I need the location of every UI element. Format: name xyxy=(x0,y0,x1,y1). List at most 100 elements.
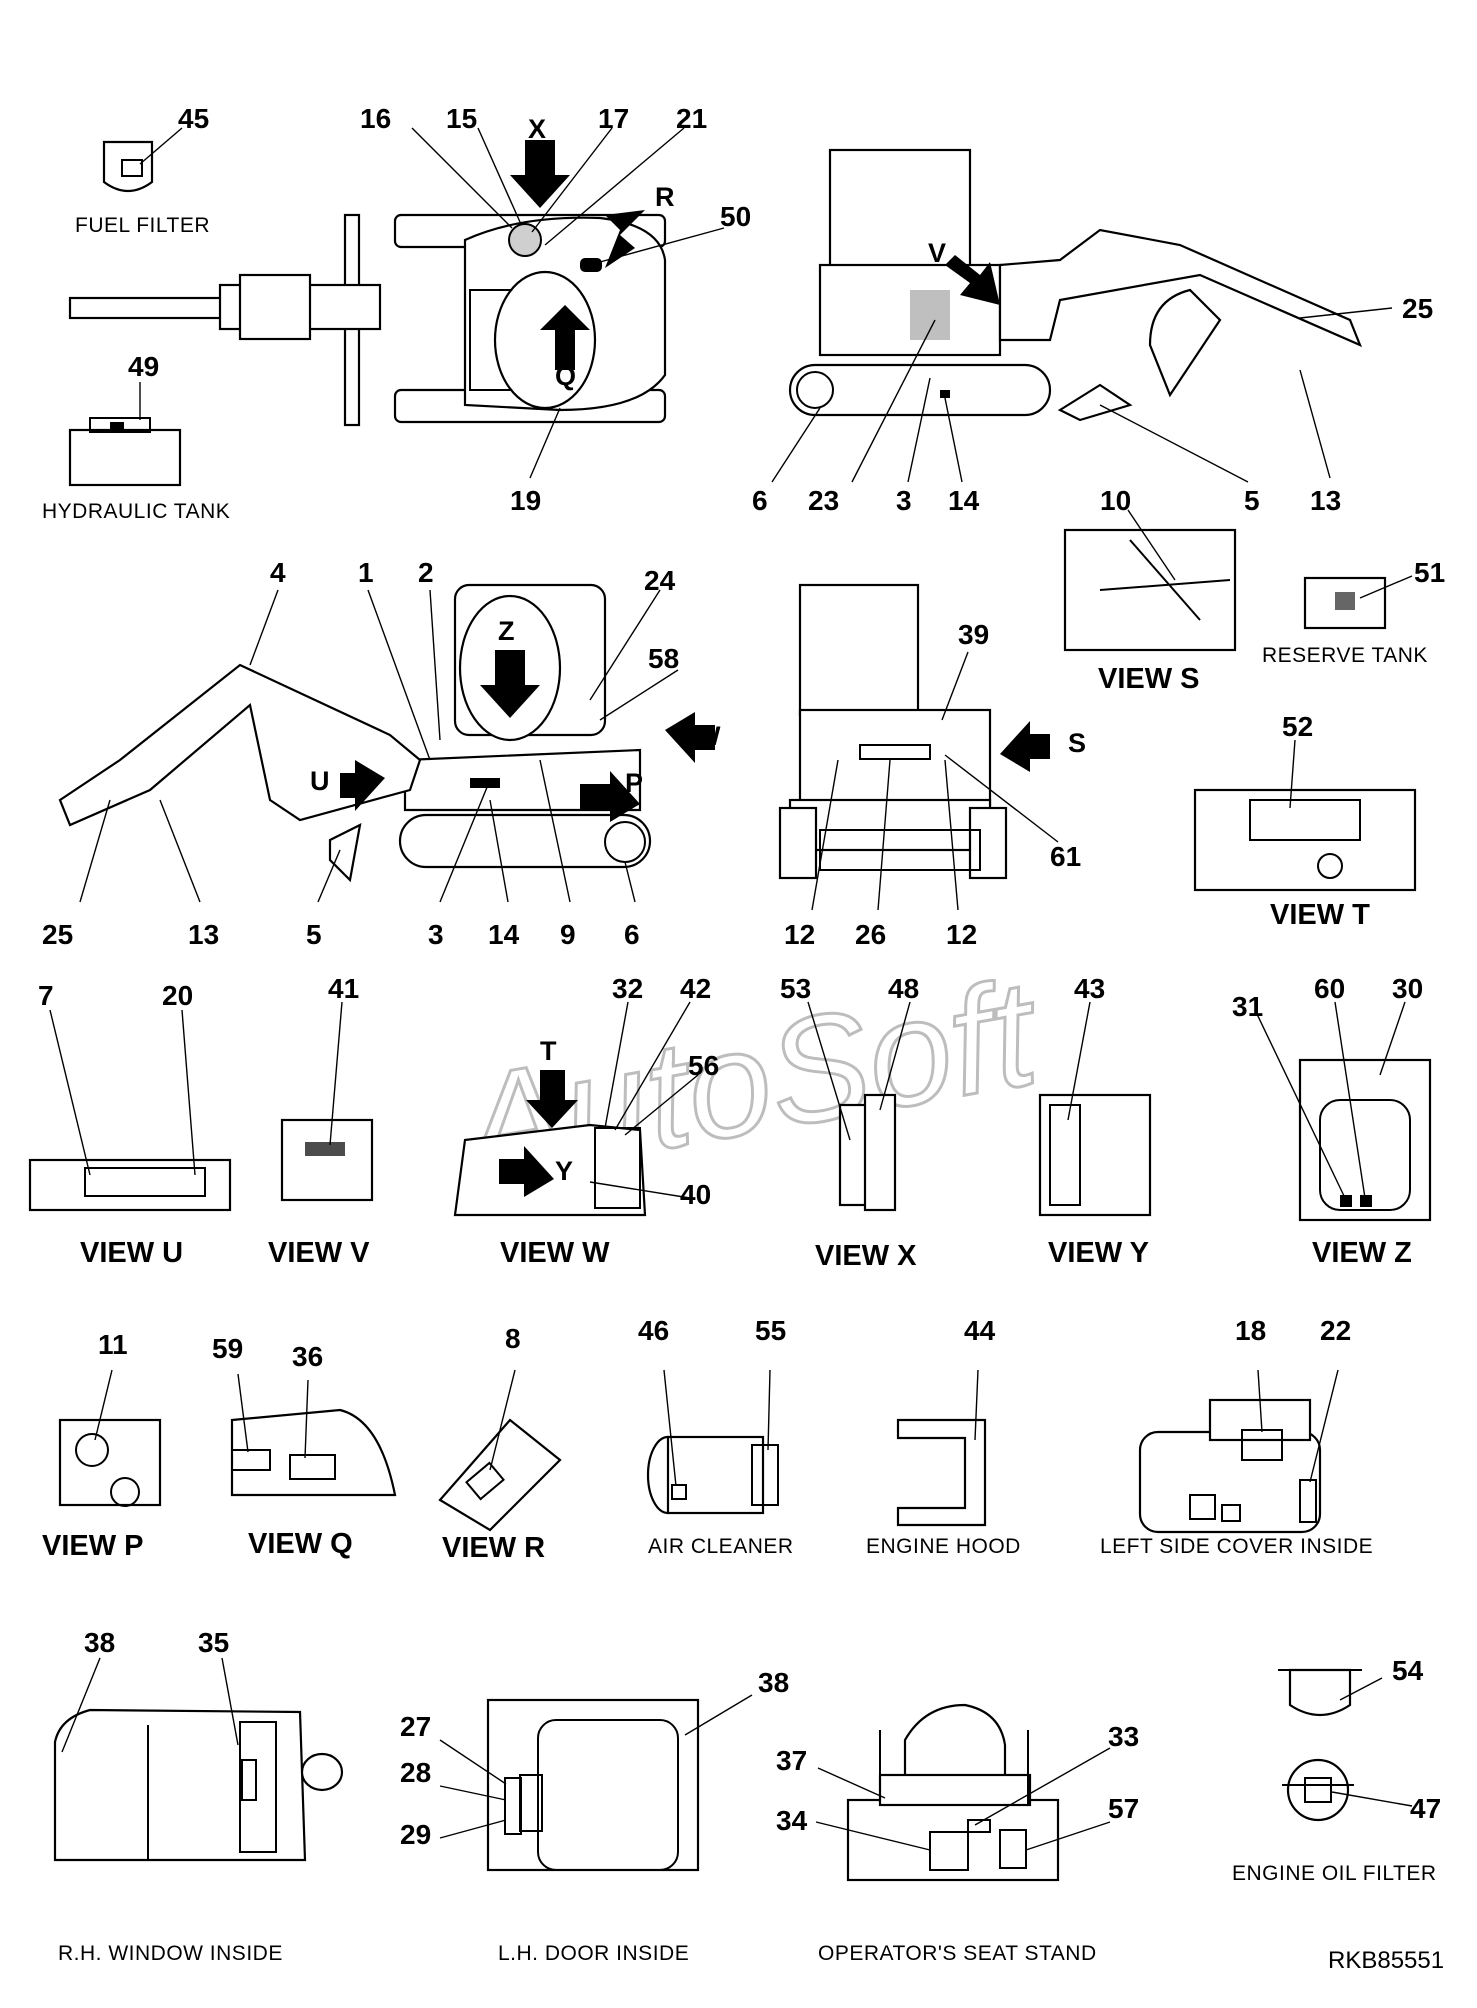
view-t-figure: 52 VIEW T xyxy=(1193,711,1417,931)
callout-9: 9 xyxy=(560,919,576,950)
callout-38-rh: 38 xyxy=(84,1627,115,1658)
arrow-label-u: U xyxy=(310,766,330,796)
callout-3-left: 3 xyxy=(428,919,444,950)
callout-32: 32 xyxy=(612,973,643,1004)
callout-25-right: 25 xyxy=(1402,293,1433,324)
engine-hood-figure: 44 ENGINE HOOD xyxy=(866,1315,1021,1558)
callout-35: 35 xyxy=(198,1627,229,1658)
callout-8: 8 xyxy=(505,1323,521,1354)
callout-34: 34 xyxy=(776,1805,808,1836)
left-side-view-machine: Z W U P 4 1 2 24 58 25 13 5 3 14 9 6 xyxy=(42,557,721,950)
callout-56: 56 xyxy=(688,1050,719,1081)
callout-13-left: 13 xyxy=(188,919,219,950)
rear-view-machine: S 39 12 26 12 61 xyxy=(778,583,1086,950)
arrow-x-icon xyxy=(510,140,570,208)
view-p-figure: 11 VIEW P xyxy=(42,1329,162,1562)
caption-air-cleaner: AIR CLEANER xyxy=(648,1535,794,1558)
callout-17: 17 xyxy=(598,103,629,134)
arrow-label-r: R xyxy=(655,182,675,212)
view-z-figure: 31 60 30 VIEW Z xyxy=(1232,973,1432,1269)
arrow-label-x: X xyxy=(528,114,546,144)
callout-58: 58 xyxy=(648,643,679,674)
callout-48: 48 xyxy=(888,973,919,1004)
callout-14-left: 14 xyxy=(488,919,520,950)
caption-engine-hood: ENGINE HOOD xyxy=(866,1535,1021,1558)
arrow-label-y: Y xyxy=(555,1156,573,1186)
arrow-label-s: S xyxy=(1068,728,1086,758)
callout-7: 7 xyxy=(38,980,54,1011)
view-u-label: VIEW U xyxy=(80,1237,183,1269)
callout-20: 20 xyxy=(162,980,193,1011)
callout-59: 59 xyxy=(212,1333,243,1364)
callout-21: 21 xyxy=(676,103,707,134)
arrow-z-icon xyxy=(480,650,540,718)
view-u-figure: 7 20 VIEW U xyxy=(28,980,232,1269)
callout-43: 43 xyxy=(1074,973,1105,1004)
caption-hydraulic-tank: HYDRAULIC TANK xyxy=(42,500,230,523)
callout-50: 50 xyxy=(720,201,751,232)
callout-6-right: 6 xyxy=(752,485,768,516)
callout-22: 22 xyxy=(1320,1315,1351,1346)
callout-6-left: 6 xyxy=(624,919,640,950)
callout-42: 42 xyxy=(680,973,711,1004)
view-s-figure: 10 VIEW S xyxy=(1063,485,1237,695)
callout-41: 41 xyxy=(328,973,359,1004)
top-view-machine: X R Q 16 15 17 21 50 19 xyxy=(68,103,751,516)
callout-11: 11 xyxy=(98,1329,128,1360)
caption-engine-oil-filter: ENGINE OIL FILTER xyxy=(1232,1862,1437,1885)
callout-47: 47 xyxy=(1410,1793,1441,1824)
callout-38-lh: 38 xyxy=(758,1667,789,1698)
callout-12-a: 12 xyxy=(784,919,815,950)
callout-16: 16 xyxy=(360,103,391,134)
arrow-label-v: V xyxy=(928,238,946,268)
lh-door-figure: 27 28 29 38 L.H. DOOR INSIDE xyxy=(400,1667,789,1965)
callout-52: 52 xyxy=(1282,711,1313,742)
callout-18: 18 xyxy=(1235,1315,1266,1346)
callout-57: 57 xyxy=(1108,1793,1139,1824)
callout-30: 30 xyxy=(1392,973,1423,1004)
callout-39: 39 xyxy=(958,619,989,650)
reserve-tank-figure: 51 RESERVE TANK xyxy=(1262,557,1445,667)
callout-40: 40 xyxy=(680,1179,711,1210)
arrow-t-icon xyxy=(526,1070,578,1128)
arrow-label-t: T xyxy=(540,1036,557,1066)
view-w-figure: T Y 32 42 56 40 VIEW W xyxy=(453,973,719,1269)
view-s-label: VIEW S xyxy=(1098,663,1200,695)
arrow-q-icon xyxy=(540,305,590,370)
view-p-label: VIEW P xyxy=(42,1530,144,1562)
callout-61: 61 xyxy=(1050,841,1081,872)
view-y-figure: 43 VIEW Y xyxy=(1038,973,1152,1269)
arrow-r-icon xyxy=(605,210,645,268)
hydraulic-tank-figure: 49 HYDRAULIC TANK xyxy=(42,351,230,523)
fuel-filter-figure: 45 FUEL FILTER xyxy=(75,103,210,237)
rh-window-figure: 38 35 R.H. WINDOW INSIDE xyxy=(53,1627,344,1965)
view-r-figure: 8 VIEW R xyxy=(438,1323,562,1564)
callout-60: 60 xyxy=(1314,973,1345,1004)
right-side-view-machine: V 25 6 23 3 14 5 13 xyxy=(752,148,1433,516)
callout-14-right: 14 xyxy=(948,485,980,516)
left-side-cover-figure: 18 22 LEFT SIDE COVER INSIDE xyxy=(1100,1315,1373,1558)
callout-12-b: 12 xyxy=(946,919,977,950)
view-y-label: VIEW Y xyxy=(1048,1237,1149,1269)
callout-5-right: 5 xyxy=(1244,485,1260,516)
callout-2: 2 xyxy=(418,557,434,588)
callout-37: 37 xyxy=(776,1745,807,1776)
view-w-label: VIEW W xyxy=(500,1237,610,1269)
callout-29: 29 xyxy=(400,1819,431,1850)
caption-reserve-tank: RESERVE TANK xyxy=(1262,644,1428,667)
caption-rh-window-inside: R.H. WINDOW INSIDE xyxy=(58,1942,283,1965)
view-q-label: VIEW Q xyxy=(248,1528,353,1560)
arrow-label-q: Q xyxy=(555,361,576,391)
callout-51: 51 xyxy=(1414,557,1445,588)
arrow-s-icon xyxy=(1000,721,1050,772)
view-t-label: VIEW T xyxy=(1270,899,1370,931)
callout-15: 15 xyxy=(446,103,477,134)
callout-13-right: 13 xyxy=(1310,485,1341,516)
arrow-label-w: W xyxy=(695,721,721,751)
arrow-label-z: Z xyxy=(498,616,515,646)
callout-23: 23 xyxy=(808,485,839,516)
air-cleaner-figure: 46 55 AIR CLEANER xyxy=(638,1315,794,1558)
callout-28: 28 xyxy=(400,1757,431,1788)
engine-oil-filter-figure: 54 47 ENGINE OIL FILTER xyxy=(1232,1655,1441,1885)
callout-31: 31 xyxy=(1232,991,1263,1022)
